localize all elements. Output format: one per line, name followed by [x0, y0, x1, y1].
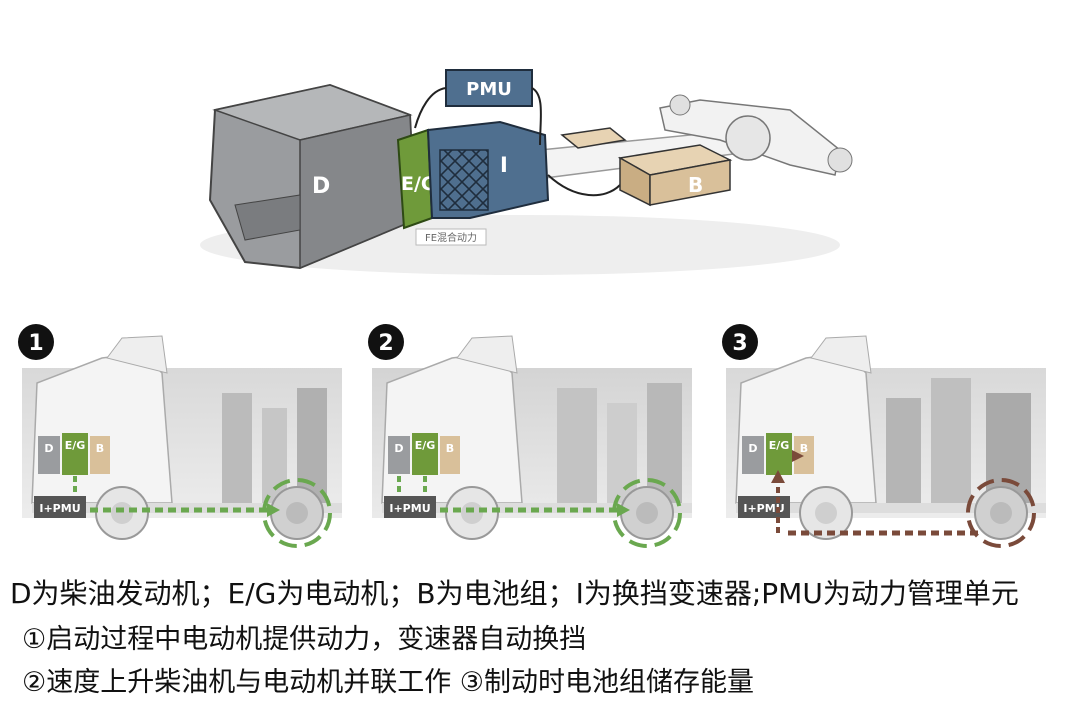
- panel-number: 3: [732, 331, 747, 356]
- battery-pack: B: [560, 127, 733, 207]
- caption-legend: D为柴油发动机；E/G为电动机；B为电池组；I为换挡变速器;PMU为动力管理单元: [10, 577, 1019, 610]
- engine-label: D: [394, 442, 403, 455]
- engine-label: D: [312, 174, 330, 199]
- diesel-engine: D: [208, 83, 417, 270]
- motor-label: E/G: [65, 439, 86, 452]
- powertrain-illustration: D E/G I PMU B: [200, 69, 853, 275]
- panel-1: 1 D E/G B I+PMU: [12, 318, 352, 550]
- panel-number: 1: [28, 331, 43, 356]
- engine-label: D: [748, 442, 757, 455]
- battery-label: B: [800, 442, 808, 455]
- motor-label: E/G: [769, 439, 790, 452]
- transmission: I: [426, 120, 550, 219]
- panel-2: 2 D E/G B I+PMU: [362, 318, 702, 550]
- battery-label: B: [446, 442, 454, 455]
- battery-label: B: [688, 173, 703, 197]
- rear-axle: [659, 94, 853, 176]
- ipmu-label: I+PMU: [39, 502, 80, 515]
- watermark: FE混合动力: [415, 228, 487, 246]
- battery-label: B: [96, 442, 104, 455]
- ipmu-label: I+PMU: [389, 502, 430, 515]
- pmu-box: PMU: [445, 69, 533, 107]
- motor-label: E/G: [401, 173, 437, 195]
- pmu-label: PMU: [466, 79, 512, 100]
- motor-label: E/G: [415, 439, 436, 452]
- panel-number: 2: [378, 331, 393, 356]
- transmission-label: I: [500, 153, 508, 177]
- svg-text:FE混合动力: FE混合动力: [425, 231, 477, 244]
- ipmu-label: I+PMU: [743, 502, 784, 515]
- engine-label: D: [44, 442, 53, 455]
- panel-3: 3 D E/G B I+PMU: [716, 318, 1056, 550]
- caption-step-2-3: ②速度上升柴油机与电动机并联工作 ③制动时电池组储存能量: [22, 667, 754, 698]
- caption-step-1: ①启动过程中电动机提供动力，变速器自动换挡: [22, 624, 587, 655]
